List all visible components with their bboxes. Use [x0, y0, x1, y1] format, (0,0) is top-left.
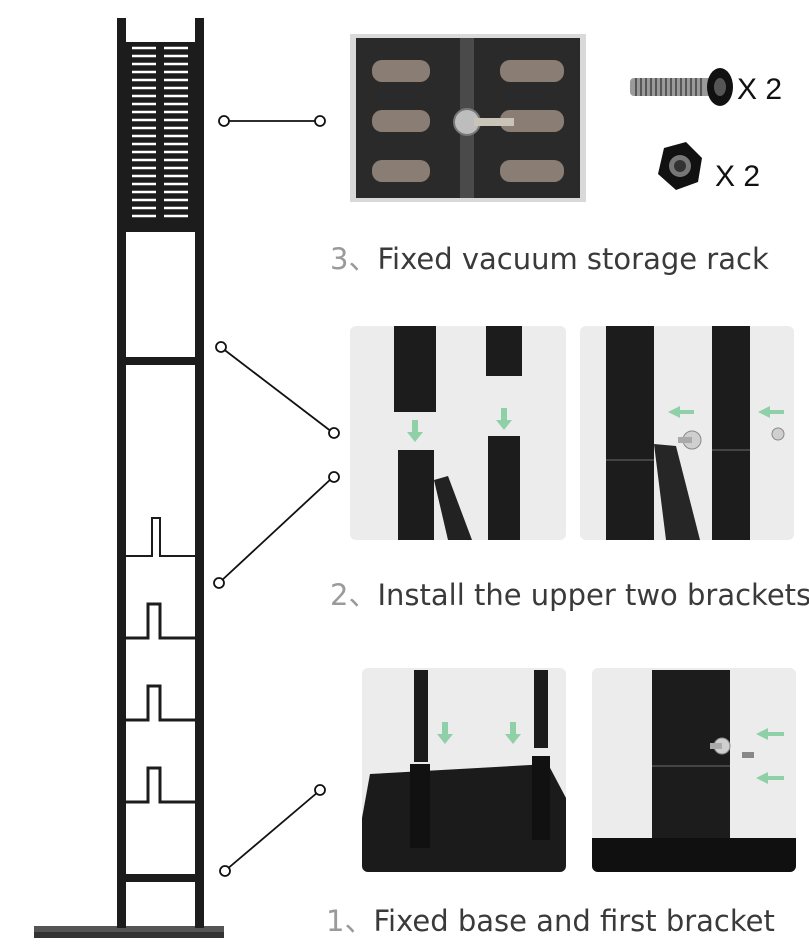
stand-top-clip	[126, 517, 195, 557]
step2-text: Install the upper two brackets	[377, 578, 809, 612]
step2-photo-left	[350, 326, 566, 540]
stand-right-pole	[195, 18, 204, 928]
step1-caption: 1、Fixed base and first bracket	[326, 898, 775, 940]
step1-number: 1、	[326, 904, 374, 938]
step3-caption: 3、Fixed vacuum storage rack	[330, 236, 769, 278]
step2-photo-right	[580, 326, 794, 540]
step3-text: Fixed vacuum storage rack	[377, 242, 769, 276]
step2-caption: 2、Install the upper two brackets	[330, 572, 809, 614]
step1-photo-right	[592, 668, 796, 872]
step1-text: Fixed base and first bracket	[373, 904, 775, 938]
step2-number: 2、	[330, 578, 378, 612]
stand-accessory-hooks	[126, 602, 195, 804]
leader-lines	[213, 115, 340, 877]
step1-photo-left	[362, 668, 566, 872]
step3-number: 3、	[330, 242, 378, 276]
screw-quantity: X 2	[737, 73, 783, 106]
stand-crossbar-lower	[126, 874, 195, 882]
stand-left-pole	[117, 18, 126, 928]
step3-photo	[350, 34, 586, 202]
nut-quantity: X 2	[715, 160, 761, 193]
stand-crossbar-upper	[126, 357, 195, 365]
stand-storage-rack	[126, 42, 195, 232]
